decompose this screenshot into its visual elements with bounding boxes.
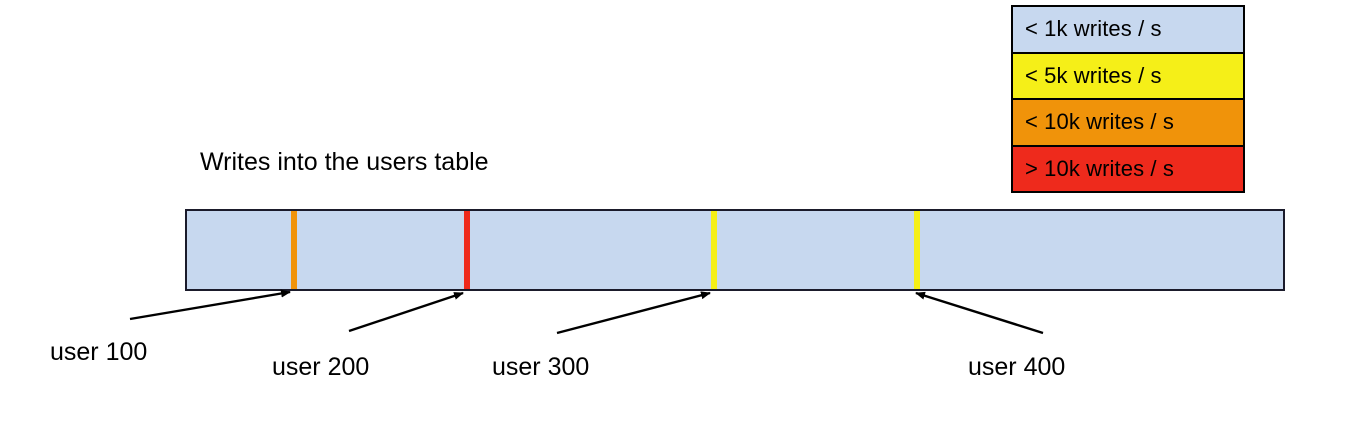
leader-arrow-user-100 (129, 289, 291, 321)
legend: < 1k writes / s < 5k writes / s < 10k wr… (1011, 5, 1245, 193)
label-user-200: user 200 (272, 353, 370, 381)
legend-item-under-5k: < 5k writes / s (1013, 53, 1243, 100)
label-user-400: user 400 (968, 353, 1066, 381)
legend-item-label: < 1k writes / s (1025, 16, 1162, 42)
marker-stripe-user-300 (711, 211, 717, 289)
users-table-bar (185, 209, 1285, 291)
legend-item-under-10k: < 10k writes / s (1013, 100, 1243, 147)
legend-item-label: < 10k writes / s (1025, 109, 1174, 135)
label-user-300: user 300 (492, 353, 590, 381)
legend-item-under-1k: < 1k writes / s (1013, 7, 1243, 54)
chart-title: Writes into the users table (200, 148, 489, 176)
legend-item-label: < 5k writes / s (1025, 62, 1162, 88)
leader-arrow-user-300 (556, 291, 711, 335)
marker-stripe-user-400 (914, 211, 920, 289)
leader-arrow-user-400 (915, 291, 1044, 335)
leader-arrow-user-200 (348, 291, 464, 333)
legend-item-label: > 10k writes / s (1025, 155, 1174, 181)
label-user-100: user 100 (50, 338, 148, 366)
legend-item-over-10k: > 10k writes / s (1013, 146, 1243, 191)
marker-stripe-user-200 (464, 211, 470, 289)
marker-stripe-user-100 (291, 211, 297, 289)
